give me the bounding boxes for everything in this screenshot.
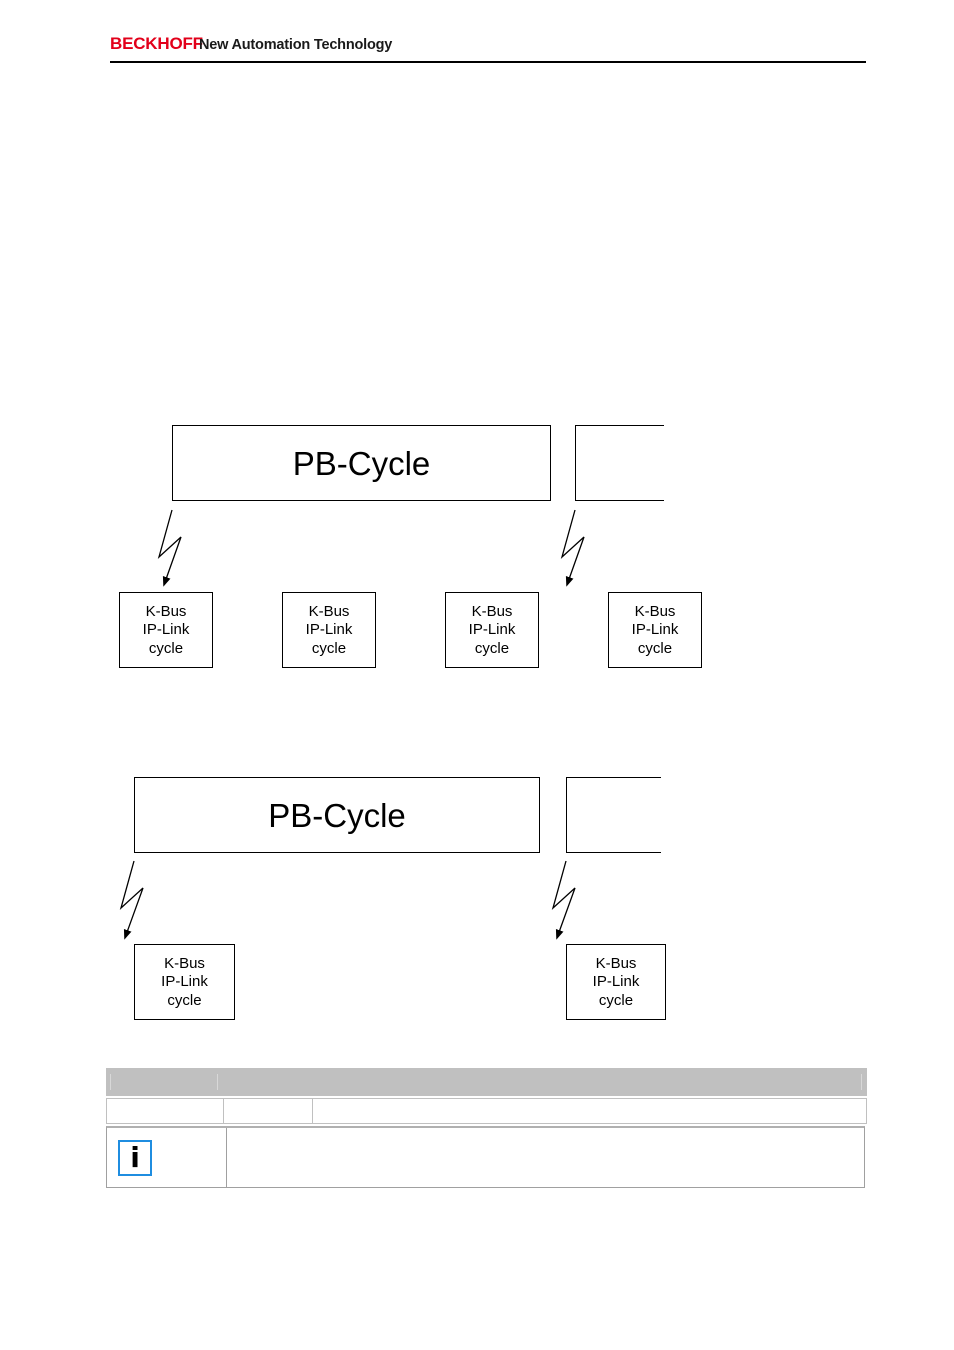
table-row bbox=[106, 1098, 867, 1124]
kbus-line1: K-Bus bbox=[308, 602, 350, 620]
lightning-arrow-icon bbox=[119, 860, 144, 940]
kbus-line1: K-Bus bbox=[471, 602, 513, 620]
kbus-line2: IP-Link bbox=[142, 621, 190, 639]
kbus-cycle-box: K-Bus IP-Link cycle bbox=[608, 592, 702, 668]
note-box: i bbox=[106, 1126, 865, 1188]
kbus-line3: cycle bbox=[598, 991, 634, 1009]
column-divider bbox=[223, 1099, 224, 1123]
kbus-line3: cycle bbox=[148, 639, 184, 657]
pb-cycle-next-stub-bottom bbox=[566, 777, 661, 853]
header-rule bbox=[110, 61, 866, 63]
kbus-line2: IP-Link bbox=[468, 621, 516, 639]
page-header: BECKHOFF New Automation Technology bbox=[110, 32, 866, 64]
lightning-arrow-icon bbox=[551, 860, 576, 940]
kbus-line3: cycle bbox=[311, 639, 347, 657]
kbus-line1: K-Bus bbox=[145, 602, 187, 620]
kbus-line3: cycle bbox=[637, 639, 673, 657]
column-divider bbox=[110, 1074, 111, 1090]
kbus-line1: K-Bus bbox=[634, 602, 676, 620]
note-divider bbox=[226, 1128, 227, 1188]
column-divider bbox=[312, 1099, 313, 1123]
pb-cycle-next-stub-top bbox=[575, 425, 664, 501]
brand-logo: BECKHOFF bbox=[110, 34, 203, 53]
kbus-line2: IP-Link bbox=[161, 973, 208, 991]
kbus-cycle-box: K-Bus IP-Link cycle bbox=[566, 944, 666, 1020]
kbus-line3: cycle bbox=[167, 991, 202, 1009]
kbus-cycle-box: K-Bus IP-Link cycle bbox=[134, 944, 235, 1020]
kbus-line3: cycle bbox=[474, 639, 510, 657]
column-divider bbox=[861, 1074, 862, 1090]
kbus-line1: K-Bus bbox=[595, 954, 637, 972]
pb-cycle-label: PB-Cycle bbox=[292, 444, 431, 482]
info-icon: i bbox=[118, 1140, 152, 1176]
kbus-line1: K-Bus bbox=[164, 954, 205, 972]
kbus-cycle-box: K-Bus IP-Link cycle bbox=[119, 592, 213, 668]
pb-cycle-box-top: PB-Cycle bbox=[172, 425, 551, 501]
lightning-arrow-icon bbox=[157, 509, 182, 587]
kbus-line2: IP-Link bbox=[592, 973, 640, 991]
kbus-cycle-box: K-Bus IP-Link cycle bbox=[282, 592, 376, 668]
table-header-row bbox=[106, 1068, 867, 1096]
lightning-arrow-icon bbox=[560, 509, 585, 587]
brand-slogan: New Automation Technology bbox=[199, 37, 393, 53]
pb-cycle-label: PB-Cycle bbox=[268, 796, 406, 834]
kbus-line2: IP-Link bbox=[305, 621, 353, 639]
column-divider bbox=[217, 1074, 218, 1090]
kbus-line2: IP-Link bbox=[631, 621, 679, 639]
kbus-cycle-box: K-Bus IP-Link cycle bbox=[445, 592, 539, 668]
pb-cycle-box-bottom: PB-Cycle bbox=[134, 777, 540, 853]
